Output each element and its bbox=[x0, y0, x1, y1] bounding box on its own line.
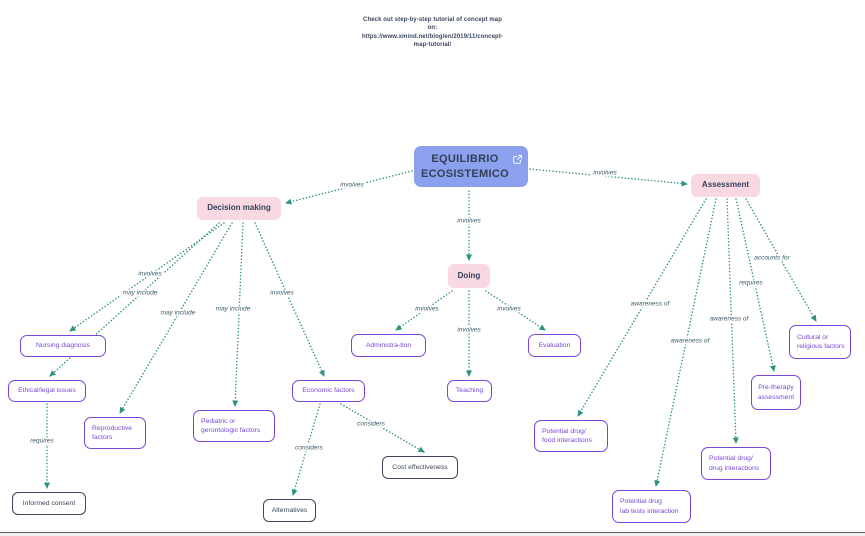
node-label: Administra-tion bbox=[365, 341, 412, 349]
node-label: Reproductive factors bbox=[92, 424, 133, 441]
node-equilibrio-ecosistemico[interactable]: EQUILIBRIO ECOSISTEMICO bbox=[414, 146, 528, 187]
edge-label: awareness of bbox=[628, 300, 672, 308]
edge-label: involves bbox=[136, 270, 164, 278]
node-doing[interactable]: Doing bbox=[448, 264, 490, 288]
edge-label: involves bbox=[495, 305, 523, 313]
node-decision-making[interactable]: Decision making bbox=[197, 197, 281, 220]
tutorial-note-line: on: bbox=[427, 25, 438, 32]
node-potential-drug-lab-tests-interaction[interactable]: Potential drug lab tests interaction bbox=[612, 490, 691, 523]
node-label: Pediatric or gerontologic factors bbox=[201, 417, 261, 434]
edge-label: may include bbox=[213, 305, 253, 313]
edge-line bbox=[395, 290, 453, 331]
node-alternatives[interactable]: Alternatives bbox=[263, 499, 316, 522]
node-label: Nursing diagnosis bbox=[35, 342, 91, 350]
edge-line bbox=[735, 198, 776, 372]
edge-line bbox=[291, 403, 321, 496]
edge-label: requires bbox=[737, 279, 765, 287]
node-label: Assessment bbox=[701, 180, 750, 190]
node-label: Decision making bbox=[207, 203, 271, 213]
tutorial-note-line: Check out step-by-step tutorial of conce… bbox=[363, 17, 502, 23]
node-administration[interactable]: Administra-tion bbox=[351, 334, 426, 357]
edge-line bbox=[285, 170, 413, 205]
edge-label: considers bbox=[293, 444, 325, 452]
node-potential-drug-drug-interactions[interactable]: Potential drug/ drug interactions bbox=[701, 447, 771, 480]
edge-label: awareness of bbox=[668, 337, 712, 345]
edge-line bbox=[340, 403, 425, 453]
edge-label: requires bbox=[28, 437, 56, 445]
external-link-icon[interactable] bbox=[512, 154, 523, 165]
node-pediatric-gerontologic-factors[interactable]: Pediatric or gerontologic factors bbox=[193, 410, 275, 442]
tutorial-note: Check out step-by-step tutorial of conce… bbox=[0, 16, 865, 50]
node-label: Potential drug/ food interactions bbox=[542, 427, 592, 444]
node-label: EQUILIBRIO ECOSISTEMICO bbox=[421, 152, 509, 180]
node-label: Teaching bbox=[455, 387, 484, 395]
edge-label: involves bbox=[455, 217, 483, 225]
edge-line bbox=[485, 290, 546, 331]
node-evaluation[interactable]: Evaluation bbox=[528, 334, 581, 357]
edge-line bbox=[529, 168, 688, 187]
tutorial-note-url: https://www.xmind.net/blog/en/2019/11/co… bbox=[361, 33, 504, 40]
node-potential-drug-food-interactions[interactable]: Potential drug/ food interactions bbox=[534, 420, 608, 452]
edge-line bbox=[119, 222, 233, 414]
node-label: Ethical/legal issues bbox=[18, 387, 76, 395]
edge-label: involves bbox=[591, 169, 619, 177]
node-pre-therapy-assessment[interactable]: Pre-therapy assessment bbox=[751, 375, 801, 410]
edge-line bbox=[654, 198, 717, 487]
edge-label: considers bbox=[355, 420, 387, 428]
node-informed-consent[interactable]: Informed consent bbox=[12, 492, 86, 515]
window-bottom-edge bbox=[0, 532, 865, 536]
node-economic-factors[interactable]: Economic factors bbox=[292, 380, 365, 402]
edge-line bbox=[254, 222, 325, 377]
node-label: Economic factors bbox=[302, 387, 355, 395]
node-nursing-diagnosis[interactable]: Nursing diagnosis bbox=[20, 335, 106, 357]
edge-line bbox=[232, 222, 244, 407]
node-label: Evaluation bbox=[538, 341, 571, 349]
edge-label: involves bbox=[338, 181, 366, 189]
node-label: Potential drug lab tests interaction bbox=[620, 498, 679, 515]
edge-label: may include bbox=[158, 309, 198, 317]
edge-label: involves bbox=[413, 305, 441, 313]
edge-label: involves bbox=[268, 289, 296, 297]
edge-line bbox=[577, 198, 707, 417]
node-label: Informed consent bbox=[22, 499, 76, 507]
node-ethical-legal-issues[interactable]: Ethical/legal issues bbox=[8, 380, 86, 402]
edge-label: involves bbox=[455, 326, 483, 334]
node-label: Potential drug/ drug interactions bbox=[709, 455, 760, 472]
node-label: Doing bbox=[457, 270, 481, 280]
node-teaching[interactable]: Teaching bbox=[447, 380, 492, 402]
node-cost-effectiveness[interactable]: Cost effectiveness bbox=[382, 456, 458, 479]
node-label: Cost effectiveness bbox=[392, 463, 448, 471]
edge-line bbox=[745, 198, 817, 322]
node-assessment[interactable]: Assessment bbox=[691, 174, 760, 197]
edge-label: may include bbox=[120, 289, 160, 297]
node-label: Alternatives bbox=[271, 506, 308, 514]
node-label: Pre-therapy assessment bbox=[757, 384, 795, 401]
tutorial-note-url: map-tutorial/ bbox=[413, 42, 452, 49]
edge-label: awareness of bbox=[707, 315, 751, 323]
node-label: Cultural or religious factors bbox=[797, 333, 845, 350]
node-cultural-religious-factors[interactable]: Cultural or religious factors bbox=[789, 325, 851, 359]
node-reproductive-factors[interactable]: Reproductive factors bbox=[84, 417, 146, 449]
edge-label: accounts for bbox=[752, 254, 792, 262]
